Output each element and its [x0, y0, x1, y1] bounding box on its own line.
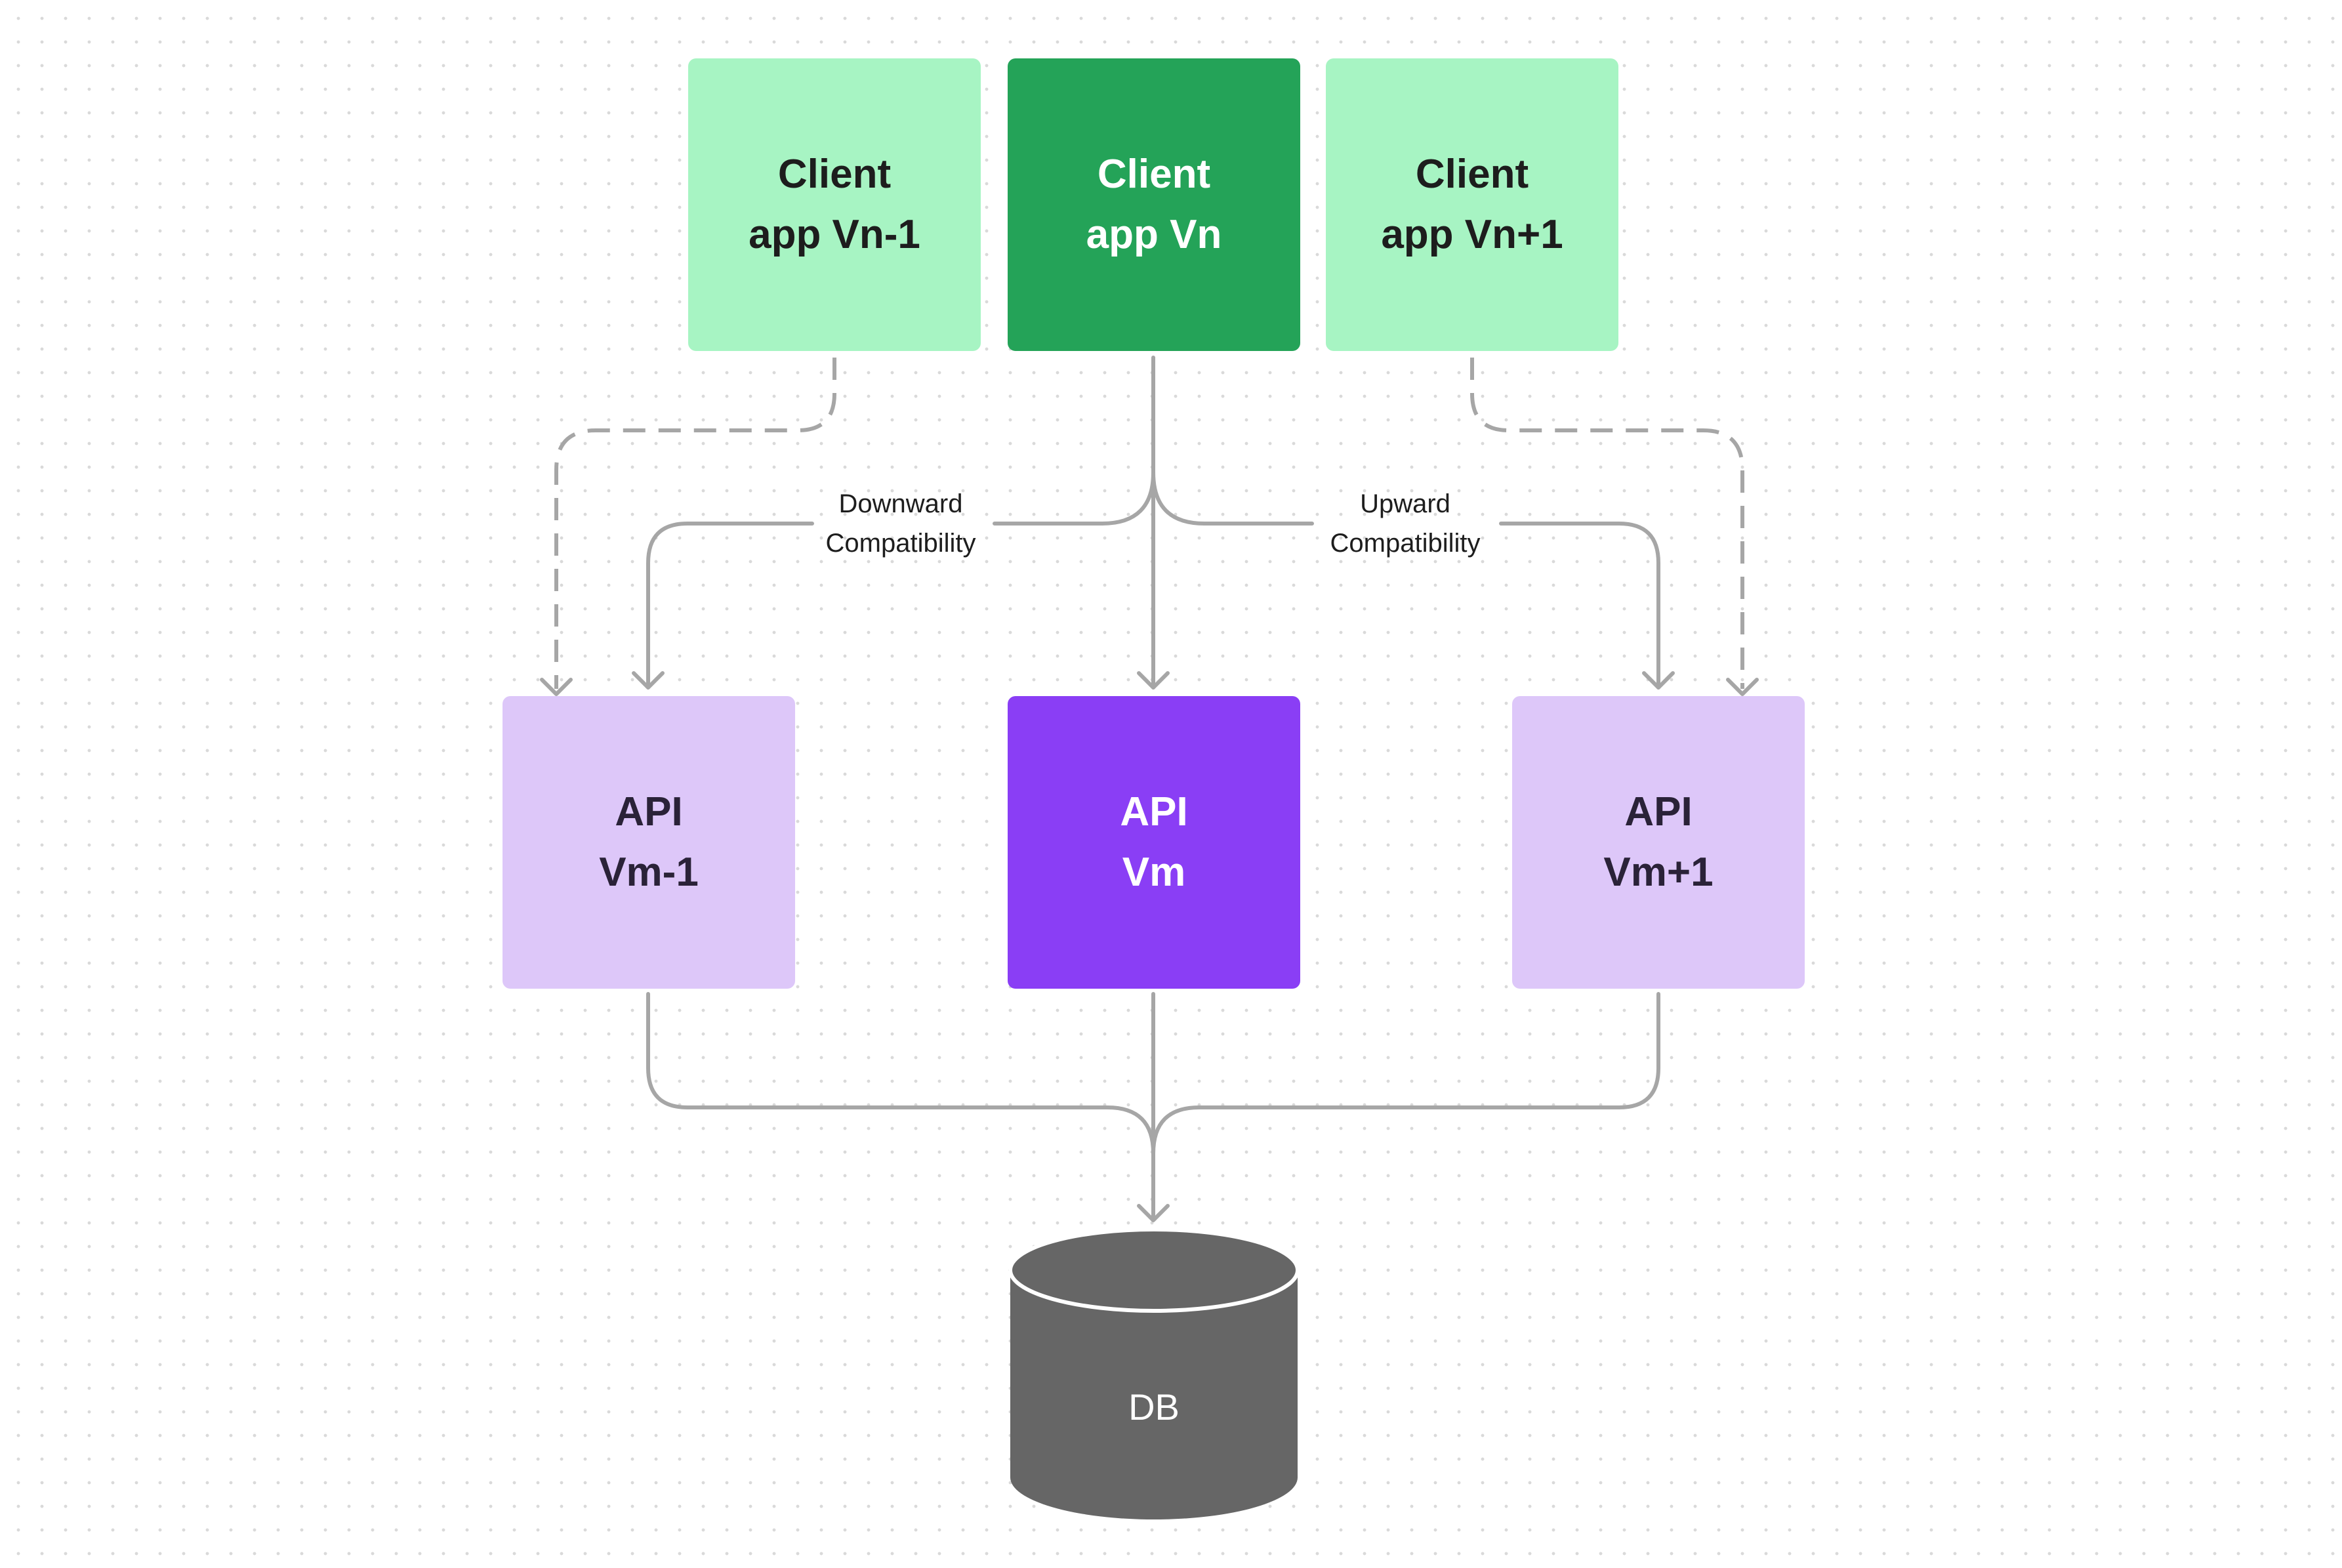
- api-vm-line1: API: [1120, 789, 1188, 835]
- arrowhead-downward-api-vm-minus-1: [632, 671, 665, 690]
- database-top: [1009, 1228, 1299, 1313]
- client-app-vn-line2: app Vn: [1086, 212, 1222, 257]
- database-label: DB: [1128, 1386, 1180, 1428]
- connector-client-vn-plus-1-to-api-vm-plus-1: [1470, 358, 1744, 689]
- downward-compatibility-line2: Compatibility: [825, 529, 976, 558]
- api-vm-plus-1-node[interactable]: API Vm+1: [1512, 696, 1805, 989]
- client-app-vn-plus-1-node[interactable]: Client app Vn+1: [1326, 58, 1618, 351]
- database-cylinder[interactable]: [1009, 1227, 1299, 1521]
- api-vm-line2: Vm: [1122, 850, 1186, 895]
- database-body: [1010, 1270, 1298, 1519]
- upward-compatibility-label: Upward Compatibility: [1310, 484, 1500, 563]
- upward-compatibility-line1: Upward: [1360, 489, 1450, 518]
- arrowhead-upward-api-vm-plus-1: [1642, 671, 1675, 690]
- arrowhead-dashed-api-vm-minus-1: [540, 678, 573, 696]
- api-vm-node[interactable]: API Vm: [1008, 696, 1300, 989]
- connector-api-vm-minus-1-to-db: [646, 992, 1155, 1155]
- downward-compatibility-line1: Downward: [838, 489, 963, 518]
- connector-upward-compatibility: [1151, 470, 1660, 690]
- client-app-vn-minus-1-line1: Client: [777, 152, 892, 197]
- api-vm-plus-1-line1: API: [1624, 789, 1693, 835]
- api-vm-plus-1-line2: Vm+1: [1603, 850, 1714, 895]
- api-vm-minus-1-node[interactable]: API Vm-1: [503, 696, 795, 989]
- client-app-vn-node[interactable]: Client app Vn: [1008, 58, 1300, 351]
- client-app-vn-line1: Client: [1097, 152, 1211, 197]
- connector-api-vm-plus-1-to-db: [1151, 992, 1660, 1155]
- client-app-vn-plus-1-line1: Client: [1415, 152, 1529, 197]
- arrowhead-api-vm: [1137, 671, 1170, 690]
- client-app-vn-plus-1-line2: app Vn+1: [1381, 212, 1563, 257]
- arrowhead-db: [1137, 1204, 1170, 1222]
- client-app-vn-minus-1-line2: app Vn-1: [749, 212, 920, 257]
- api-vm-minus-1-line2: Vm-1: [599, 850, 699, 895]
- api-vm-minus-1-line1: API: [615, 789, 683, 835]
- connector-client-vn-minus-1-to-api-vm-minus-1: [554, 358, 836, 689]
- client-app-vn-minus-1-node[interactable]: Client app Vn-1: [688, 58, 981, 351]
- downward-compatibility-label: Downward Compatibility: [806, 484, 996, 563]
- upward-compatibility-line2: Compatibility: [1330, 529, 1481, 558]
- arrowhead-dashed-api-vm-plus-1: [1726, 678, 1759, 696]
